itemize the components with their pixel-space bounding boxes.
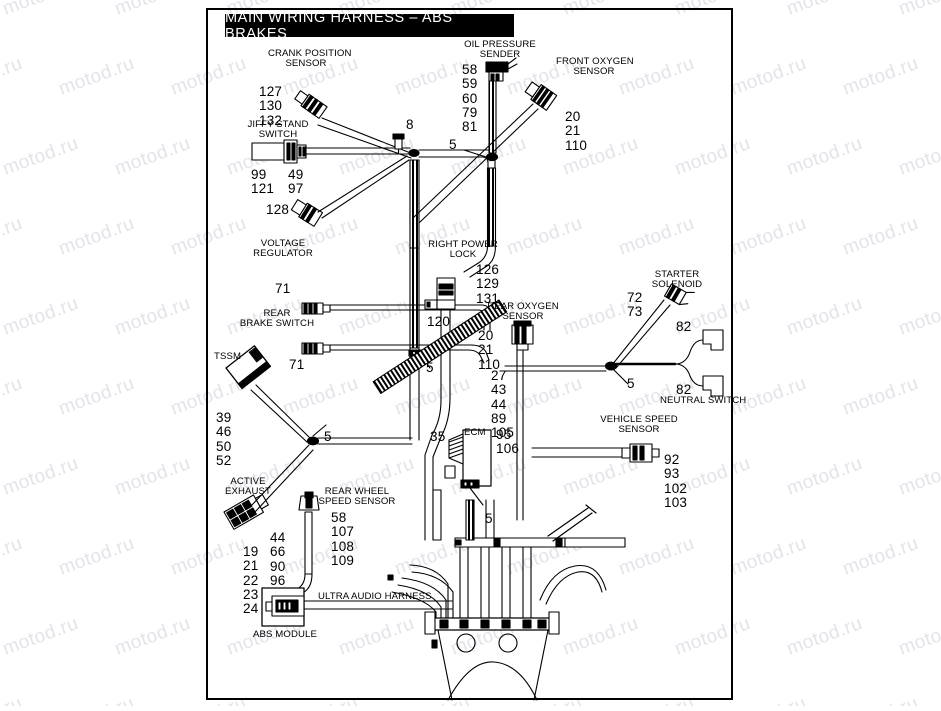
label-abs-module: ABS MODULE bbox=[253, 629, 317, 640]
label-ultra-audio-harness: ULTRA AUDIO HARNESS bbox=[318, 591, 432, 602]
label-rear-oxygen-sensor: REAR OXYGEN SENSOR bbox=[487, 301, 559, 323]
callout-rear-brake-switch-top: 71 bbox=[275, 281, 291, 296]
callout-8: 8 bbox=[406, 117, 414, 132]
label-tssm: TSSM bbox=[214, 351, 242, 362]
callout-82-bottom: 82 bbox=[676, 382, 692, 397]
callout-5-starter: 5 bbox=[627, 376, 635, 391]
label-crank-position-sensor: CRANK POSITION SENSOR bbox=[268, 48, 352, 70]
label-ecm: ECM bbox=[464, 427, 486, 438]
callout-oil-pressure-sender: 58 59 60 79 81 bbox=[462, 62, 478, 135]
callout-crank-position-sensor: 127 130 132 bbox=[259, 84, 283, 128]
callout-rear-oxygen-sensor-extra: 27 43 44 89 105 bbox=[491, 368, 515, 441]
callout-vehicle-speed-sensor: 92 93 102 103 bbox=[664, 452, 688, 510]
label-jiffy-stand-switch: JIFFY STAND SWITCH bbox=[247, 119, 309, 141]
callout-128: 128 bbox=[266, 202, 290, 217]
page-title: MAIN WIRING HARNESS – ABS BRAKES bbox=[225, 9, 453, 42]
callout-abs-module: 44 66 90 96 bbox=[270, 530, 286, 588]
label-rear-brake-switch: REAR BRAKE SWITCH bbox=[239, 308, 315, 330]
diagram-title-bar: MAIN WIRING HARNESS – ABS BRAKES bbox=[225, 10, 514, 42]
callout-right-power-lock: 126 129 131 bbox=[476, 262, 500, 306]
callout-ecm-right: 95 106 bbox=[496, 427, 520, 457]
callout-ecm-35: 35 bbox=[430, 429, 446, 444]
label-oil-pressure-sender: OIL PRESSURE SENDER bbox=[464, 39, 536, 61]
callout-rear-wheel-speed-sensor: 58 107 108 109 bbox=[331, 510, 355, 568]
callout-starter-solenoid: 72 73 bbox=[627, 290, 643, 320]
label-vehicle-speed-sensor: VEHICLE SPEED SENSOR bbox=[600, 414, 678, 436]
callout-active-exhaust: 19 21 22 23 24 bbox=[243, 544, 259, 617]
callout-5-oil-line: 5 bbox=[449, 137, 457, 152]
callout-rear-oxygen-sensor: 20 21 110 bbox=[478, 328, 501, 372]
callout-jiffy-stand-switch-right: 49 97 bbox=[288, 167, 304, 197]
label-right-power-lock: RIGHT POWER LOCK bbox=[428, 239, 498, 261]
callout-rear-brake-switch-bottom: 71 bbox=[289, 357, 305, 372]
label-front-oxygen-sensor: FRONT OXYGEN SENSOR bbox=[556, 56, 634, 78]
callout-5-power-lock: 5 bbox=[426, 360, 434, 375]
callout-jiffy-stand-switch-left: 99 121 bbox=[251, 167, 275, 197]
callout-5-ecm: 5 bbox=[485, 511, 493, 526]
callout-5-tssm: 5 bbox=[324, 429, 332, 444]
label-voltage-regulator: VOLTAGE REGULATOR bbox=[253, 238, 313, 260]
callout-120: 120 bbox=[427, 314, 451, 329]
callout-82-top: 82 bbox=[676, 319, 692, 334]
label-rear-wheel-speed-sensor: REAR WHEEL SPEED SENSOR bbox=[318, 486, 396, 508]
callout-front-oxygen-sensor: 20 21 110 bbox=[565, 109, 588, 153]
label-active-exhaust: ACTIVE EXHAUST bbox=[224, 476, 271, 498]
diagram-frame bbox=[206, 8, 733, 700]
label-starter-solenoid: STARTER SOLENOID bbox=[651, 269, 703, 291]
callout-tssm: 39 46 50 52 bbox=[216, 410, 232, 468]
label-neutral-switch: NEUTRAL SWITCH bbox=[660, 395, 747, 406]
